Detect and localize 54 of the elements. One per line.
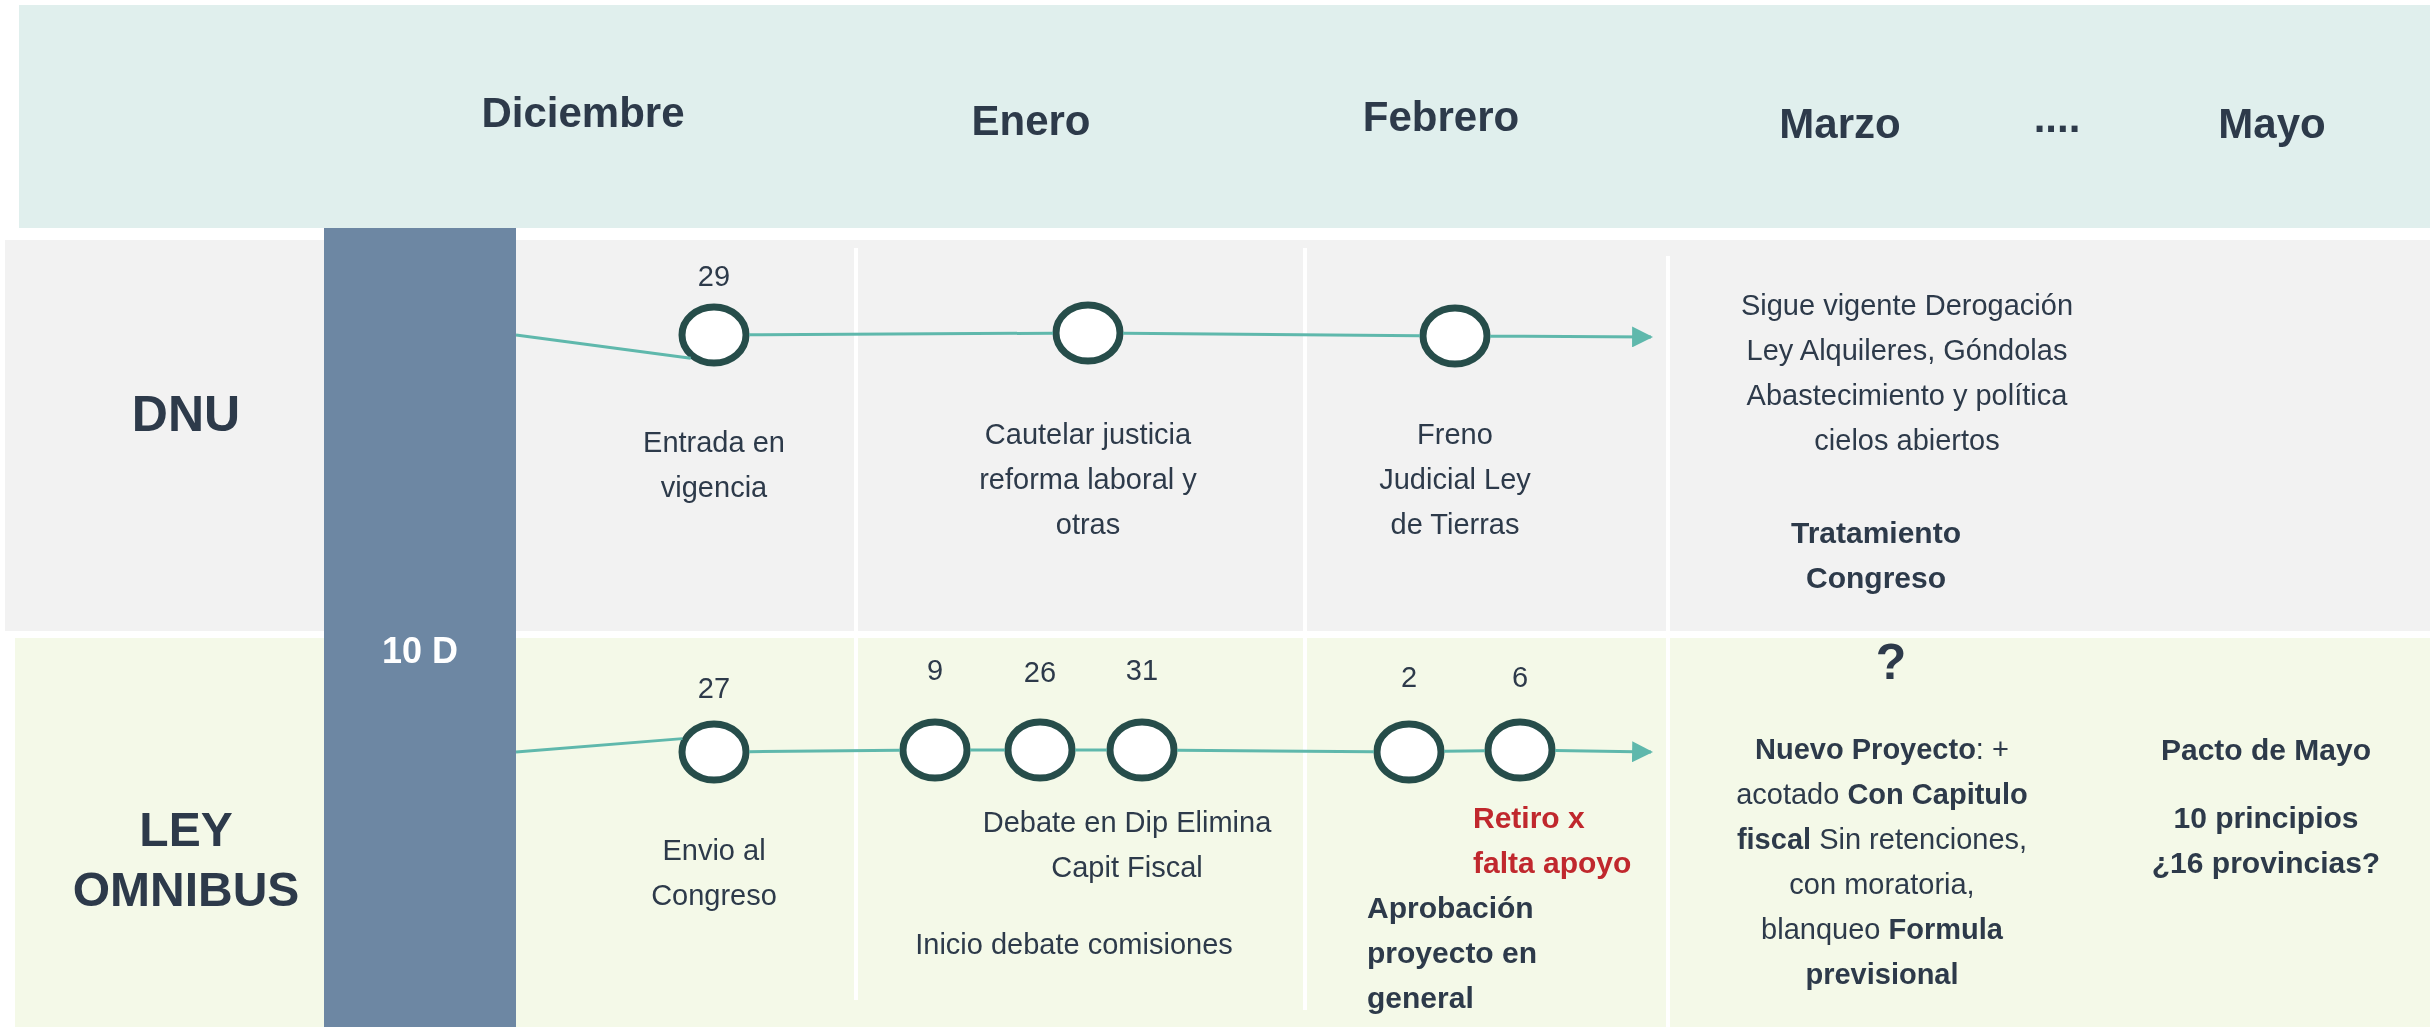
event-text: Retiro x falta apoyo [1473,800,1633,881]
event-text: Pacto de Mayo [2159,732,2373,768]
event-text: ? [1874,633,1908,692]
date-label: 27 [696,671,732,706]
milestone-circle [1373,720,1445,784]
timeline-connector [1443,749,1486,753]
event-text: Tratamiento Congreso [1789,515,1962,596]
milestone-circle [678,720,750,784]
timeline-connector [1075,748,1107,752]
date-label: 31 [1124,653,1160,688]
event-text: Debate en Dip Elimina Capit Fiscal [982,805,1272,885]
date-label: 2 [1399,660,1419,695]
header-band [19,5,2430,228]
event-text: Freno Judicial Ley de Tierras [1378,417,1532,542]
month-heading: Marzo [1778,98,1902,149]
event-text: Entrada en vigencia [642,425,786,505]
timeline-connector [515,737,683,754]
date-label: 6 [1510,660,1530,695]
row-band [15,638,2430,1027]
timeline-connector [970,748,1005,752]
milestone-circle [678,303,750,367]
timeline-connector [1554,741,1654,763]
timeline-connector [1490,326,1654,348]
event-text: Aprobación proyecto en general [1367,890,1539,1016]
timeline-connector [749,748,900,754]
date-label: 9 [925,653,945,688]
date-label: 29 [696,259,732,294]
row-band [5,240,2430,631]
event-text: 10 principios ¿16 provincias? [2150,800,2382,881]
event-text: Inicio debate comisiones [914,927,1234,962]
event-text: Nuevo Proyecto: + acotado Con Capitulo fiscal Sin retenciones, con moratoria, blanqueo Formula previsional [1735,732,2029,992]
event-text: Sigue vigente Derogación Ley Alquileres, Góndolas Abastecimiento y política cielos abiertos [1739,288,2075,458]
milestone-circle [1484,718,1556,782]
milestone-circle [899,718,971,782]
month-heading: .... [2032,92,2082,143]
date-label: 26 [1022,655,1058,690]
timeline-connector [1177,748,1374,754]
event-text: Cautelar justicia reforma laboral y otras [978,417,1198,542]
timeline-connector [515,333,691,360]
row-heading: LEY OMNIBUS [71,802,301,918]
month-heading: Enero [970,95,1092,146]
date-heading: 10 D [380,628,459,673]
event-text: Envio al Congreso [650,833,778,913]
timeline-bar [324,228,516,1027]
month-heading: Diciembre [480,87,686,138]
month-heading: Febrero [1361,91,1521,142]
month-heading: Mayo [2217,98,2327,149]
milestone-circle [1052,301,1124,365]
milestone-circle [1419,304,1491,368]
row-heading: DNU [130,384,242,444]
timeline-connector [749,331,1053,337]
milestone-circle [1106,718,1178,782]
milestone-circle [1004,718,1076,782]
timeline-connector [1123,331,1420,338]
